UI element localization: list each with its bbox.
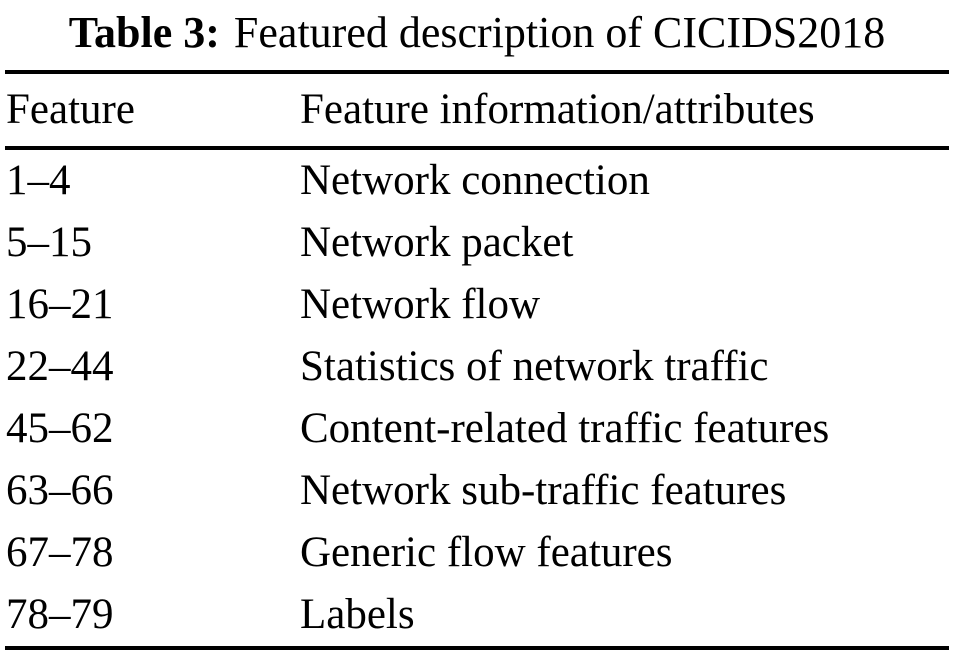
table-top-rule — [5, 70, 949, 74]
table-row: 45–62 Content-related traffic features — [0, 398, 954, 460]
cell-feature-range: 5–15 — [6, 219, 92, 266]
cell-feature-info: Statistics of network traffic — [300, 343, 769, 390]
table-row: 67–78 Generic flow features — [0, 522, 954, 584]
table-caption-label: Table 3: — [68, 8, 220, 57]
cell-feature-range: 63–66 — [6, 467, 114, 514]
table-body: 1–4 Network connection 5–15 Network pack… — [0, 150, 954, 646]
table-caption-text: Featured description of CICIDS2018 — [233, 8, 886, 57]
table-bottom-rule — [5, 646, 949, 650]
table-row: 16–21 Network flow — [0, 274, 954, 336]
cell-feature-range: 1–4 — [6, 157, 71, 204]
table-row: 78–79 Labels — [0, 584, 954, 646]
column-header-info: Feature information/attributes — [300, 86, 815, 133]
cell-feature-range: 22–44 — [6, 343, 114, 390]
cell-feature-info: Generic flow features — [300, 529, 673, 576]
cell-feature-range: 78–79 — [6, 591, 114, 638]
cell-feature-range: 67–78 — [6, 529, 114, 576]
cell-feature-info: Network packet — [300, 219, 574, 266]
cell-feature-range: 45–62 — [6, 405, 114, 452]
cell-feature-info: Network connection — [300, 157, 650, 204]
table-row: 1–4 Network connection — [0, 150, 954, 212]
cell-feature-info: Labels — [300, 591, 415, 638]
table-header-rule — [5, 146, 949, 150]
cell-feature-info: Network flow — [300, 281, 541, 328]
table-row: 5–15 Network packet — [0, 212, 954, 274]
cell-feature-info: Network sub-traffic features — [300, 467, 787, 514]
cell-feature-range: 16–21 — [6, 281, 114, 328]
cell-feature-info: Content-related traffic features — [300, 405, 830, 452]
table-caption: Table 3: Featured description of CICIDS20… — [0, 0, 954, 66]
column-header-feature: Feature — [6, 86, 135, 133]
table-row: 22–44 Statistics of network traffic — [0, 336, 954, 398]
table-header-row: Feature Feature information/attributes — [0, 74, 954, 146]
table-row: 63–66 Network sub-traffic features — [0, 460, 954, 522]
